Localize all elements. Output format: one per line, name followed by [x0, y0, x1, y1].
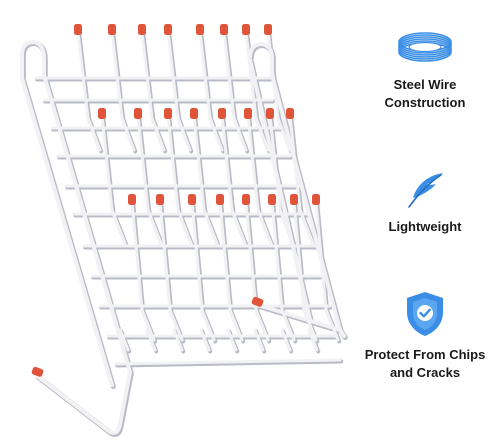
rack-wire-frame [20, 30, 346, 435]
peg-tip [244, 108, 252, 119]
peg-tip [98, 108, 106, 119]
drying-rack-illustration [20, 24, 348, 437]
shield-check-icon [407, 292, 443, 336]
peg-tip [164, 108, 172, 119]
feature-label-line: Construction [384, 95, 466, 110]
peg-tip [156, 194, 164, 205]
peg-tip [190, 108, 198, 119]
feature-label-line: Protect From Chips [364, 347, 486, 362]
peg-tip [290, 194, 298, 205]
peg-tip [164, 24, 172, 35]
peg-tip [128, 194, 136, 205]
peg-tip [242, 194, 250, 205]
peg-tip [218, 108, 226, 119]
peg-tip [251, 296, 264, 307]
feature-label-line: Lightweight [388, 219, 462, 234]
feature-label-line: and Cracks [389, 365, 461, 380]
peg-tip [220, 24, 228, 35]
coil-icon [398, 32, 452, 62]
feature-label-protect: Protect From Chips and Cracks [365, 346, 486, 382]
peg-tip [266, 108, 274, 119]
feature-label-steel-wire: Steel Wire Construction [385, 76, 466, 112]
feature-label-line: Steel Wire [393, 77, 457, 92]
peg-tip [74, 24, 82, 35]
peg-tip [286, 108, 294, 119]
peg-tip [31, 366, 44, 377]
peg-tip [108, 24, 116, 35]
peg-tip [264, 24, 272, 35]
feature-icon [408, 173, 443, 208]
peg-tip [134, 108, 142, 119]
feature-steel-wire: Steel Wire Construction [350, 28, 500, 112]
product-photo [20, 24, 348, 437]
peg-tip [196, 24, 204, 35]
feature-label-lightweight: Lightweight [389, 218, 462, 236]
peg-tip [138, 24, 146, 35]
feature-list: Steel Wire Construction Lightweight Prot… [350, 0, 500, 440]
peg-tip [188, 194, 196, 205]
peg-tip [216, 194, 224, 205]
peg-tip [242, 24, 250, 35]
rack-peg-tips [31, 24, 320, 377]
peg-tip [268, 194, 276, 205]
peg-tip [312, 194, 320, 205]
feature-lightweight: Lightweight [350, 170, 500, 236]
feature-protect: Protect From Chips and Cracks [350, 290, 500, 382]
